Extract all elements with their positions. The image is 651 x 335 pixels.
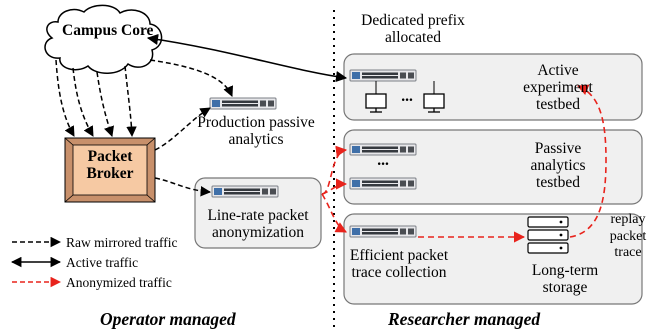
raw-core-broker-2 bbox=[72, 67, 94, 137]
switch-passive-2 bbox=[349, 177, 417, 190]
anon-to-trace bbox=[321, 193, 347, 233]
switch-production bbox=[209, 97, 277, 110]
trace-collection-label: Efficient packet trace collection bbox=[349, 247, 449, 281]
replay-to-active bbox=[569, 84, 607, 238]
legend-anon-label: Anonymized traffic bbox=[66, 275, 172, 290]
researcher-managed-label: Researcher managed bbox=[388, 309, 541, 329]
raw-core-broker-3 bbox=[96, 71, 114, 137]
packet-broker-box bbox=[64, 137, 156, 203]
active-testbed-box bbox=[343, 53, 643, 121]
operator-managed-label: Operator managed bbox=[100, 309, 236, 329]
long-term-storage-label: Long-term storage bbox=[531, 262, 599, 296]
legend-active-label: Active traffic bbox=[66, 255, 139, 270]
active-dots: ... bbox=[401, 88, 413, 105]
raw-broker-production bbox=[154, 107, 211, 151]
switch-trace bbox=[349, 225, 417, 238]
passive-testbed-label: Passive analytics testbed bbox=[530, 140, 586, 191]
passive-dots: ... bbox=[377, 152, 389, 169]
dedicated-prefix-label: Dedicated prefix allocated bbox=[361, 12, 465, 46]
passive-testbed-box bbox=[343, 129, 643, 205]
legend-raw-label: Raw mirrored traffic bbox=[66, 235, 178, 250]
raw-core-production bbox=[149, 59, 234, 97]
active-traffic-arrow bbox=[146, 33, 348, 83]
anonymization-label: Line-rate packet anonymization bbox=[207, 207, 309, 241]
production-analytics-label: Production passive analytics bbox=[197, 114, 315, 148]
campus-core-label: Campus Core bbox=[62, 22, 154, 39]
anon-to-passive-2 bbox=[321, 178, 348, 195]
active-testbed-label: Active experiment testbed bbox=[523, 62, 593, 113]
packet-broker-label: Packet Broker bbox=[86, 148, 134, 182]
storage-server-icon bbox=[527, 216, 569, 254]
replay-trace-label: replay packet trace bbox=[609, 212, 647, 260]
raw-broker-anonymization bbox=[154, 177, 212, 197]
raw-core-broker-4 bbox=[124, 65, 137, 138]
computer-icon-2 bbox=[423, 93, 445, 113]
switch-anonymization bbox=[211, 185, 279, 198]
raw-core-broker-1 bbox=[55, 59, 75, 137]
campus-core-cloud bbox=[44, 4, 163, 74]
switch-active bbox=[349, 69, 417, 82]
